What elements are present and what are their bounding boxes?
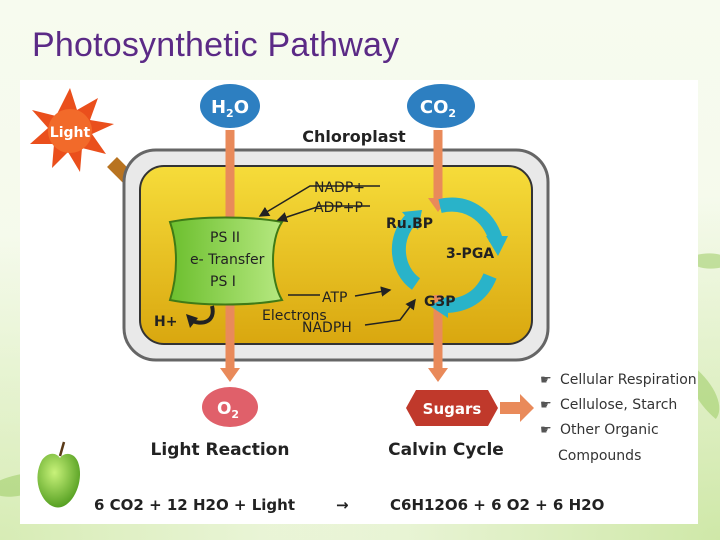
adp-arrow bbox=[276, 205, 370, 223]
chloroplast-label: Chloroplast bbox=[302, 127, 406, 146]
light-label: Light bbox=[50, 125, 91, 141]
h2o-tail: O bbox=[234, 97, 249, 118]
g3p-label: G3P bbox=[424, 294, 456, 310]
e-transfer-label: e- Transfer bbox=[190, 252, 265, 268]
equation-right: C6H12O6 + 6 O2 + 6 H2O bbox=[390, 496, 604, 514]
pointer-icon: ☛ bbox=[540, 423, 552, 438]
apple-icon bbox=[37, 441, 81, 508]
sugar-use-arrow bbox=[500, 394, 534, 422]
co2-sub: 2 bbox=[448, 107, 456, 120]
co2-badge: CO2 bbox=[407, 84, 475, 128]
light-reaction-label: Light Reaction bbox=[151, 440, 290, 460]
page-title: Photosynthetic Pathway bbox=[32, 26, 400, 64]
equation: 6 CO2 + 12 H2O + Light → C6H12O6 + 6 O2 … bbox=[94, 496, 604, 514]
o2-sub: 2 bbox=[231, 408, 239, 421]
rubp-label: Ru.BP bbox=[386, 216, 433, 232]
pga-label: 3-PGA bbox=[446, 246, 494, 262]
thylakoid bbox=[168, 216, 284, 306]
ps1-label: PS I bbox=[210, 274, 236, 290]
calvin-cycle-label: Calvin Cycle bbox=[388, 440, 504, 460]
calvin-cycle-arrows bbox=[392, 197, 508, 318]
h2o-badge: H2O bbox=[200, 84, 260, 128]
nadph-arrow bbox=[364, 298, 416, 326]
sugars-label: Sugars bbox=[423, 400, 482, 418]
svg-text:O2: O2 bbox=[217, 399, 239, 421]
pointer-icon: ☛ bbox=[540, 398, 552, 413]
equation-arrow: → bbox=[336, 496, 349, 514]
electrons-label: Electrons bbox=[262, 308, 327, 324]
h2o-main: H bbox=[211, 97, 226, 118]
photosynthesis-diagram: Light H2O CO2 Chloroplast PS II e- Trans… bbox=[30, 84, 697, 514]
nadph-label: NADPH bbox=[302, 320, 352, 336]
atp-arrow bbox=[354, 286, 392, 297]
ps2-label: PS II bbox=[210, 230, 240, 246]
adp-label: ADP+P bbox=[314, 200, 363, 216]
use-item: Cellulose, Starch bbox=[560, 397, 677, 413]
pointer-icon: ☛ bbox=[540, 373, 552, 388]
o2-main: O bbox=[217, 399, 231, 419]
svg-text:CO2: CO2 bbox=[420, 97, 456, 120]
h2o-sub: 2 bbox=[226, 107, 234, 120]
co2-main: CO bbox=[420, 97, 449, 118]
use-item: Cellular Respiration bbox=[560, 372, 697, 388]
use-item: Compounds bbox=[558, 448, 641, 464]
o2-badge: O2 bbox=[202, 387, 258, 427]
nadp-arrow bbox=[258, 185, 380, 217]
nadp-label: NADP+ bbox=[314, 180, 365, 196]
atp-label: ATP bbox=[322, 290, 347, 306]
sun-icon: Light bbox=[30, 88, 114, 172]
sugars-badge: Sugars bbox=[406, 390, 498, 426]
svg-text:H2O: H2O bbox=[211, 97, 249, 120]
diagram-panel: Light H2O CO2 Chloroplast PS II e- Trans… bbox=[20, 80, 698, 524]
use-item: Other Organic bbox=[560, 422, 659, 438]
sugar-uses-list: ☛ Cellular Respiration ☛ Cellulose, Star… bbox=[540, 372, 697, 464]
equation-left: 6 CO2 + 12 H2O + Light bbox=[94, 496, 295, 514]
h-plus-label: H+ bbox=[154, 314, 177, 330]
